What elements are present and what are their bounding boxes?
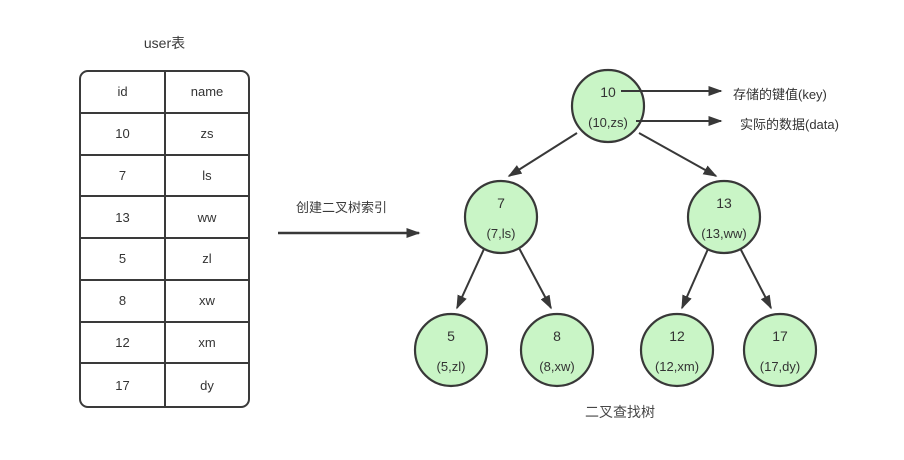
transform-arrow-label: 创建二叉树索引 (296, 200, 388, 215)
edge-10-13 (638, 132, 718, 177)
node-circle (686, 179, 762, 255)
table-cell-id: 13 (81, 197, 166, 239)
node-key: 10 (600, 84, 616, 100)
table-header-id: id (81, 72, 166, 114)
node-key: 17 (772, 328, 788, 344)
table-cell-id: 5 (81, 239, 166, 281)
node-key: 8 (553, 328, 561, 344)
node-circle (570, 68, 646, 144)
node-data: (7,ls) (487, 226, 516, 241)
table-cell-id: 12 (81, 322, 166, 365)
table-cell-name: dy (200, 377, 214, 393)
tree-node-5: 5 (5,zl) (413, 312, 489, 388)
annotation-key-label: 存储的键值(key) (733, 87, 827, 102)
node-data: (12,xm) (655, 359, 699, 374)
tree-node-8: 8 (8,xw) (519, 312, 595, 388)
table-cell-id: 7 (81, 155, 166, 198)
tree-caption: 二叉查找树 (585, 404, 655, 420)
node-key: 12 (669, 328, 685, 344)
edge-13-17 (739, 247, 772, 310)
tree-node-13: 13 (13,ww) (686, 179, 762, 255)
table-title: user表 (143, 35, 186, 51)
node-data: (13,ww) (701, 226, 747, 241)
node-circle (519, 312, 595, 388)
user-table: id name 10 zs 7 ls 13 ww 5 zl 8 xw 12 xm… (79, 70, 250, 408)
node-circle (742, 312, 818, 388)
table-cell-name: xw (166, 281, 248, 323)
table-cell-name: zs (166, 114, 248, 156)
table-cell-id: 17 (81, 364, 166, 406)
edge-13-12 (681, 248, 709, 310)
tree-node-10: 10 (10,zs) (570, 68, 646, 144)
edge-10-7 (507, 132, 578, 177)
node-data: (17,dy) (760, 359, 800, 374)
tree-node-12: 12 (12,xm) (639, 312, 715, 388)
node-circle (413, 312, 489, 388)
table-cell-id: 8 (81, 280, 166, 323)
node-key: 13 (716, 195, 732, 211)
annotation-data-label: 实际的数据(data) (740, 117, 839, 132)
edge-7-5 (456, 248, 485, 310)
node-circle (639, 312, 715, 388)
table-header-name: name (166, 72, 248, 114)
node-data: (10,zs) (588, 115, 628, 130)
table-cell-name: zl (166, 239, 248, 281)
node-circle (463, 179, 539, 255)
node-key: 5 (447, 328, 455, 344)
table-cell-name: xm (166, 323, 248, 365)
table-cell-id: 10 (81, 113, 166, 156)
table-cell-name: ww (166, 197, 248, 239)
table-cell-name: ls (166, 156, 248, 198)
node-key: 7 (497, 195, 505, 211)
tree-node-17: 17 (17,dy) (742, 312, 818, 388)
edge-7-8 (518, 247, 552, 310)
tree-node-7: 7 (7,ls) (463, 179, 539, 255)
node-data: (8,xw) (539, 359, 574, 374)
node-data: (5,zl) (437, 359, 466, 374)
